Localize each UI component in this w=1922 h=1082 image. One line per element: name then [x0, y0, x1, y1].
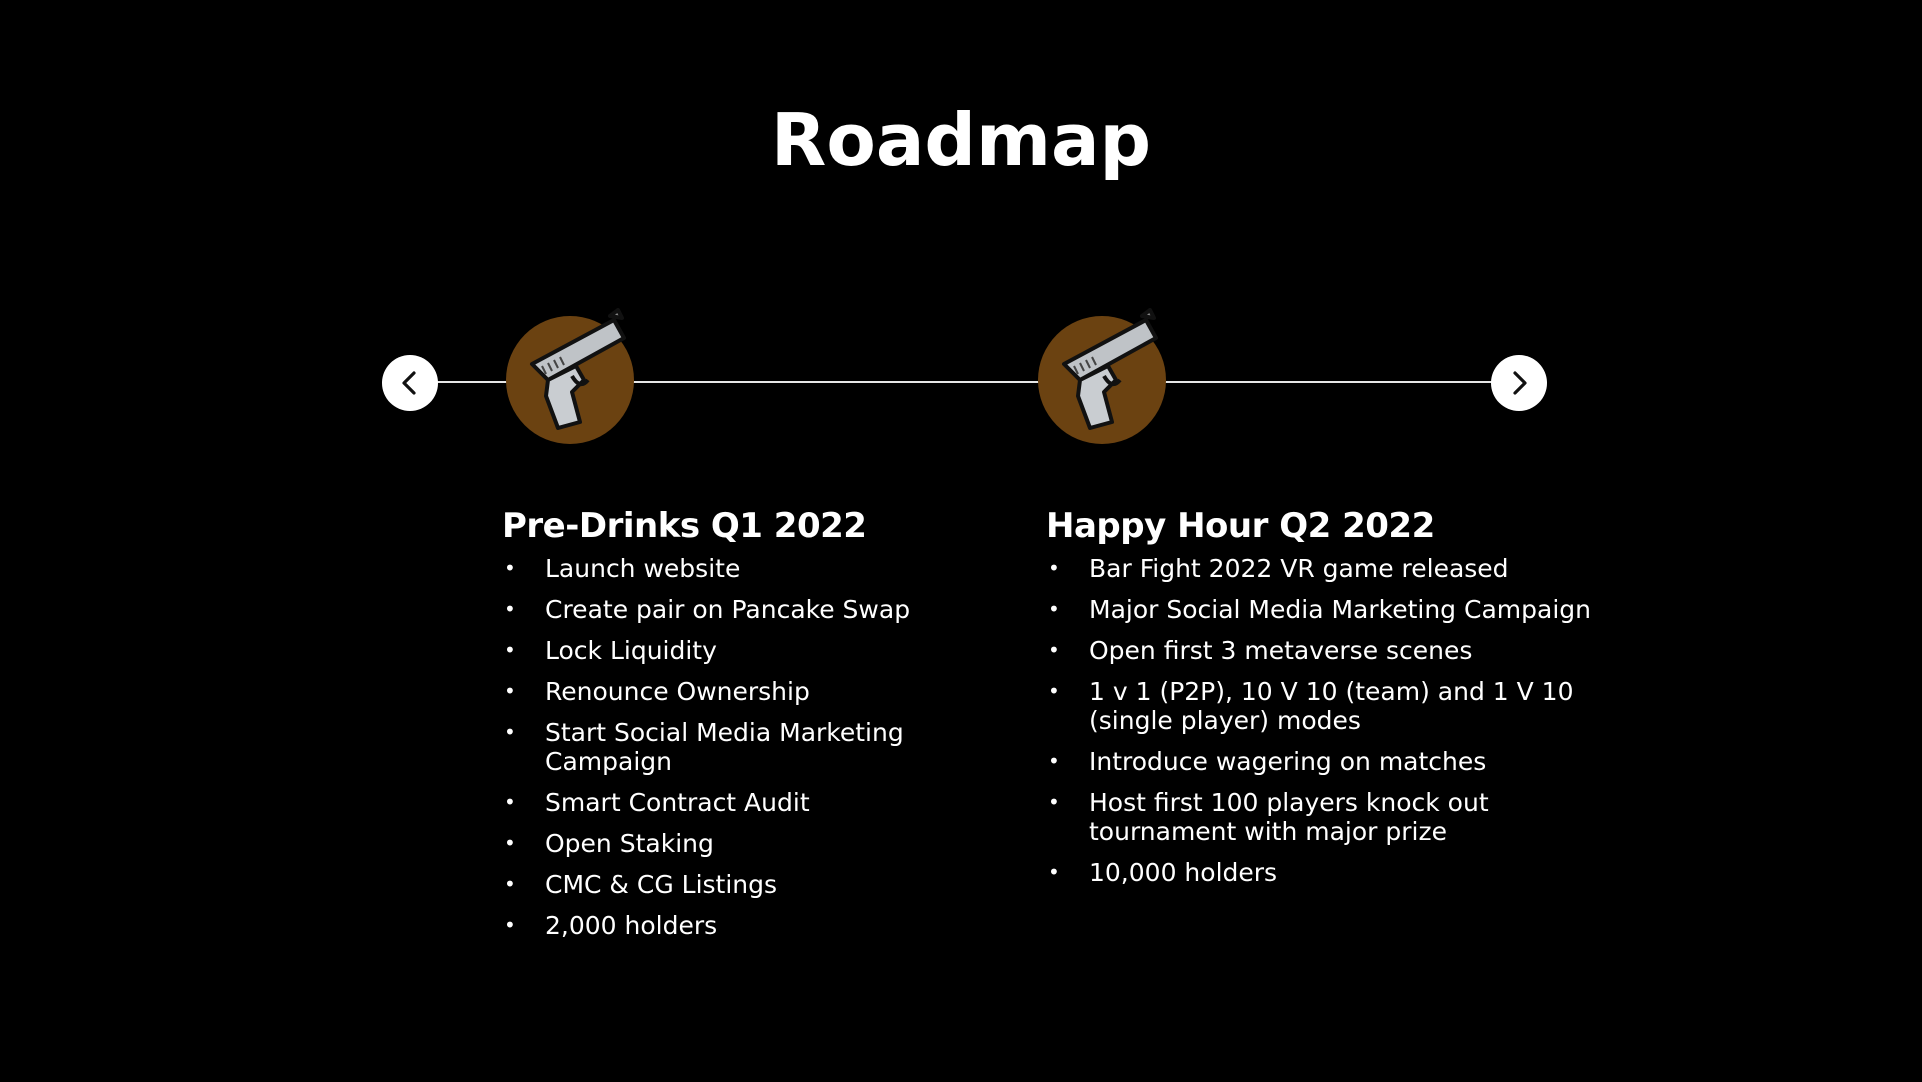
- bullet-icon: •: [504, 638, 516, 662]
- timeline-line: [410, 381, 1520, 383]
- list-item: • Major Social Media Marketing Campaign: [1046, 595, 1606, 624]
- bullet-icon: •: [1048, 860, 1060, 884]
- list-item: • 10,000 holders: [1046, 858, 1606, 887]
- phase-item-list: • Bar Fight 2022 VR game released • Major …: [1046, 554, 1606, 887]
- pistol-icon: [1062, 308, 1158, 430]
- list-item: • Launch website: [502, 554, 942, 583]
- list-item-text: Host first 100 players knock out tournam…: [1089, 788, 1489, 846]
- list-item-text: Create pair on Pancake Swap: [545, 595, 911, 624]
- bullet-icon: •: [504, 720, 516, 744]
- bullet-icon: •: [504, 872, 516, 896]
- chevron-right-icon: [1513, 371, 1527, 395]
- bullet-icon: •: [504, 790, 516, 814]
- list-item: • 1 v 1 (P2P), 10 V 10 (team) and 1 V 10 …: [1046, 677, 1606, 735]
- page-title: Roadmap: [770, 98, 1152, 182]
- next-button[interactable]: [1491, 355, 1547, 411]
- list-item: • Open first 3 metaverse scenes: [1046, 636, 1606, 665]
- list-item-text: 10,000 holders: [1089, 858, 1278, 887]
- list-item-text: Open first 3 metaverse scenes: [1089, 636, 1473, 665]
- list-item: • Open Staking: [502, 829, 942, 858]
- list-item-text: Renounce Ownership: [545, 677, 810, 706]
- bullet-icon: •: [504, 556, 516, 580]
- list-item: • Lock Liquidity: [502, 636, 942, 665]
- bullet-icon: •: [1048, 638, 1060, 662]
- list-item-text: Major Social Media Marketing Campaign: [1089, 595, 1591, 624]
- bullet-icon: •: [504, 597, 516, 621]
- bullet-icon: •: [1048, 679, 1060, 703]
- list-item-text: Start Social Media Marketing Campaign: [545, 718, 904, 776]
- list-item-text: 1 v 1 (P2P), 10 V 10 (team) and 1 V 10 (…: [1089, 677, 1574, 735]
- list-item: • Host first 100 players knock out tourna…: [1046, 788, 1606, 846]
- list-item-text: Launch website: [545, 554, 741, 583]
- list-item: • 2,000 holders: [502, 911, 942, 940]
- list-item-text: Introduce wagering on matches: [1089, 747, 1487, 776]
- bullet-icon: •: [504, 831, 516, 855]
- bullet-icon: •: [1048, 749, 1060, 773]
- list-item-text: Bar Fight 2022 VR game released: [1089, 554, 1509, 583]
- bullet-icon: •: [504, 679, 516, 703]
- bullet-icon: •: [1048, 597, 1060, 621]
- list-item: • Renounce Ownership: [502, 677, 942, 706]
- list-item: • Smart Contract Audit: [502, 788, 942, 817]
- bullet-icon: •: [1048, 556, 1060, 580]
- phase-title: Pre-Drinks Q1 2022: [502, 506, 867, 546]
- bullet-icon: •: [1048, 790, 1060, 814]
- phase-title: Happy Hour Q2 2022: [1046, 506, 1435, 546]
- list-item-text: Smart Contract Audit: [545, 788, 810, 817]
- pistol-icon: [530, 308, 626, 430]
- phase-column-q1: Pre-Drinks Q1 2022 • Launch website • Crea…: [502, 506, 942, 952]
- chevron-left-icon: [402, 371, 416, 395]
- milestone-icon-q2: [1038, 308, 1166, 444]
- bullet-icon: •: [504, 913, 516, 937]
- phase-column-q2: Happy Hour Q2 2022 • Bar Fight 2022 VR ga…: [1046, 506, 1606, 899]
- previous-button[interactable]: [382, 355, 438, 411]
- list-item: • Create pair on Pancake Swap: [502, 595, 942, 624]
- list-item: • Start Social Media Marketing Campaign: [502, 718, 942, 776]
- list-item: • CMC & CG Listings: [502, 870, 942, 899]
- list-item-text: CMC & CG Listings: [545, 870, 778, 899]
- list-item-text: 2,000 holders: [545, 911, 718, 940]
- list-item-text: Lock Liquidity: [545, 636, 717, 665]
- list-item-text: Open Staking: [545, 829, 714, 858]
- list-item: • Introduce wagering on matches: [1046, 747, 1606, 776]
- milestone-icon-q1: [506, 308, 634, 444]
- list-item: • Bar Fight 2022 VR game released: [1046, 554, 1606, 583]
- phase-item-list: • Launch website • Create pair on Pancake …: [502, 554, 942, 940]
